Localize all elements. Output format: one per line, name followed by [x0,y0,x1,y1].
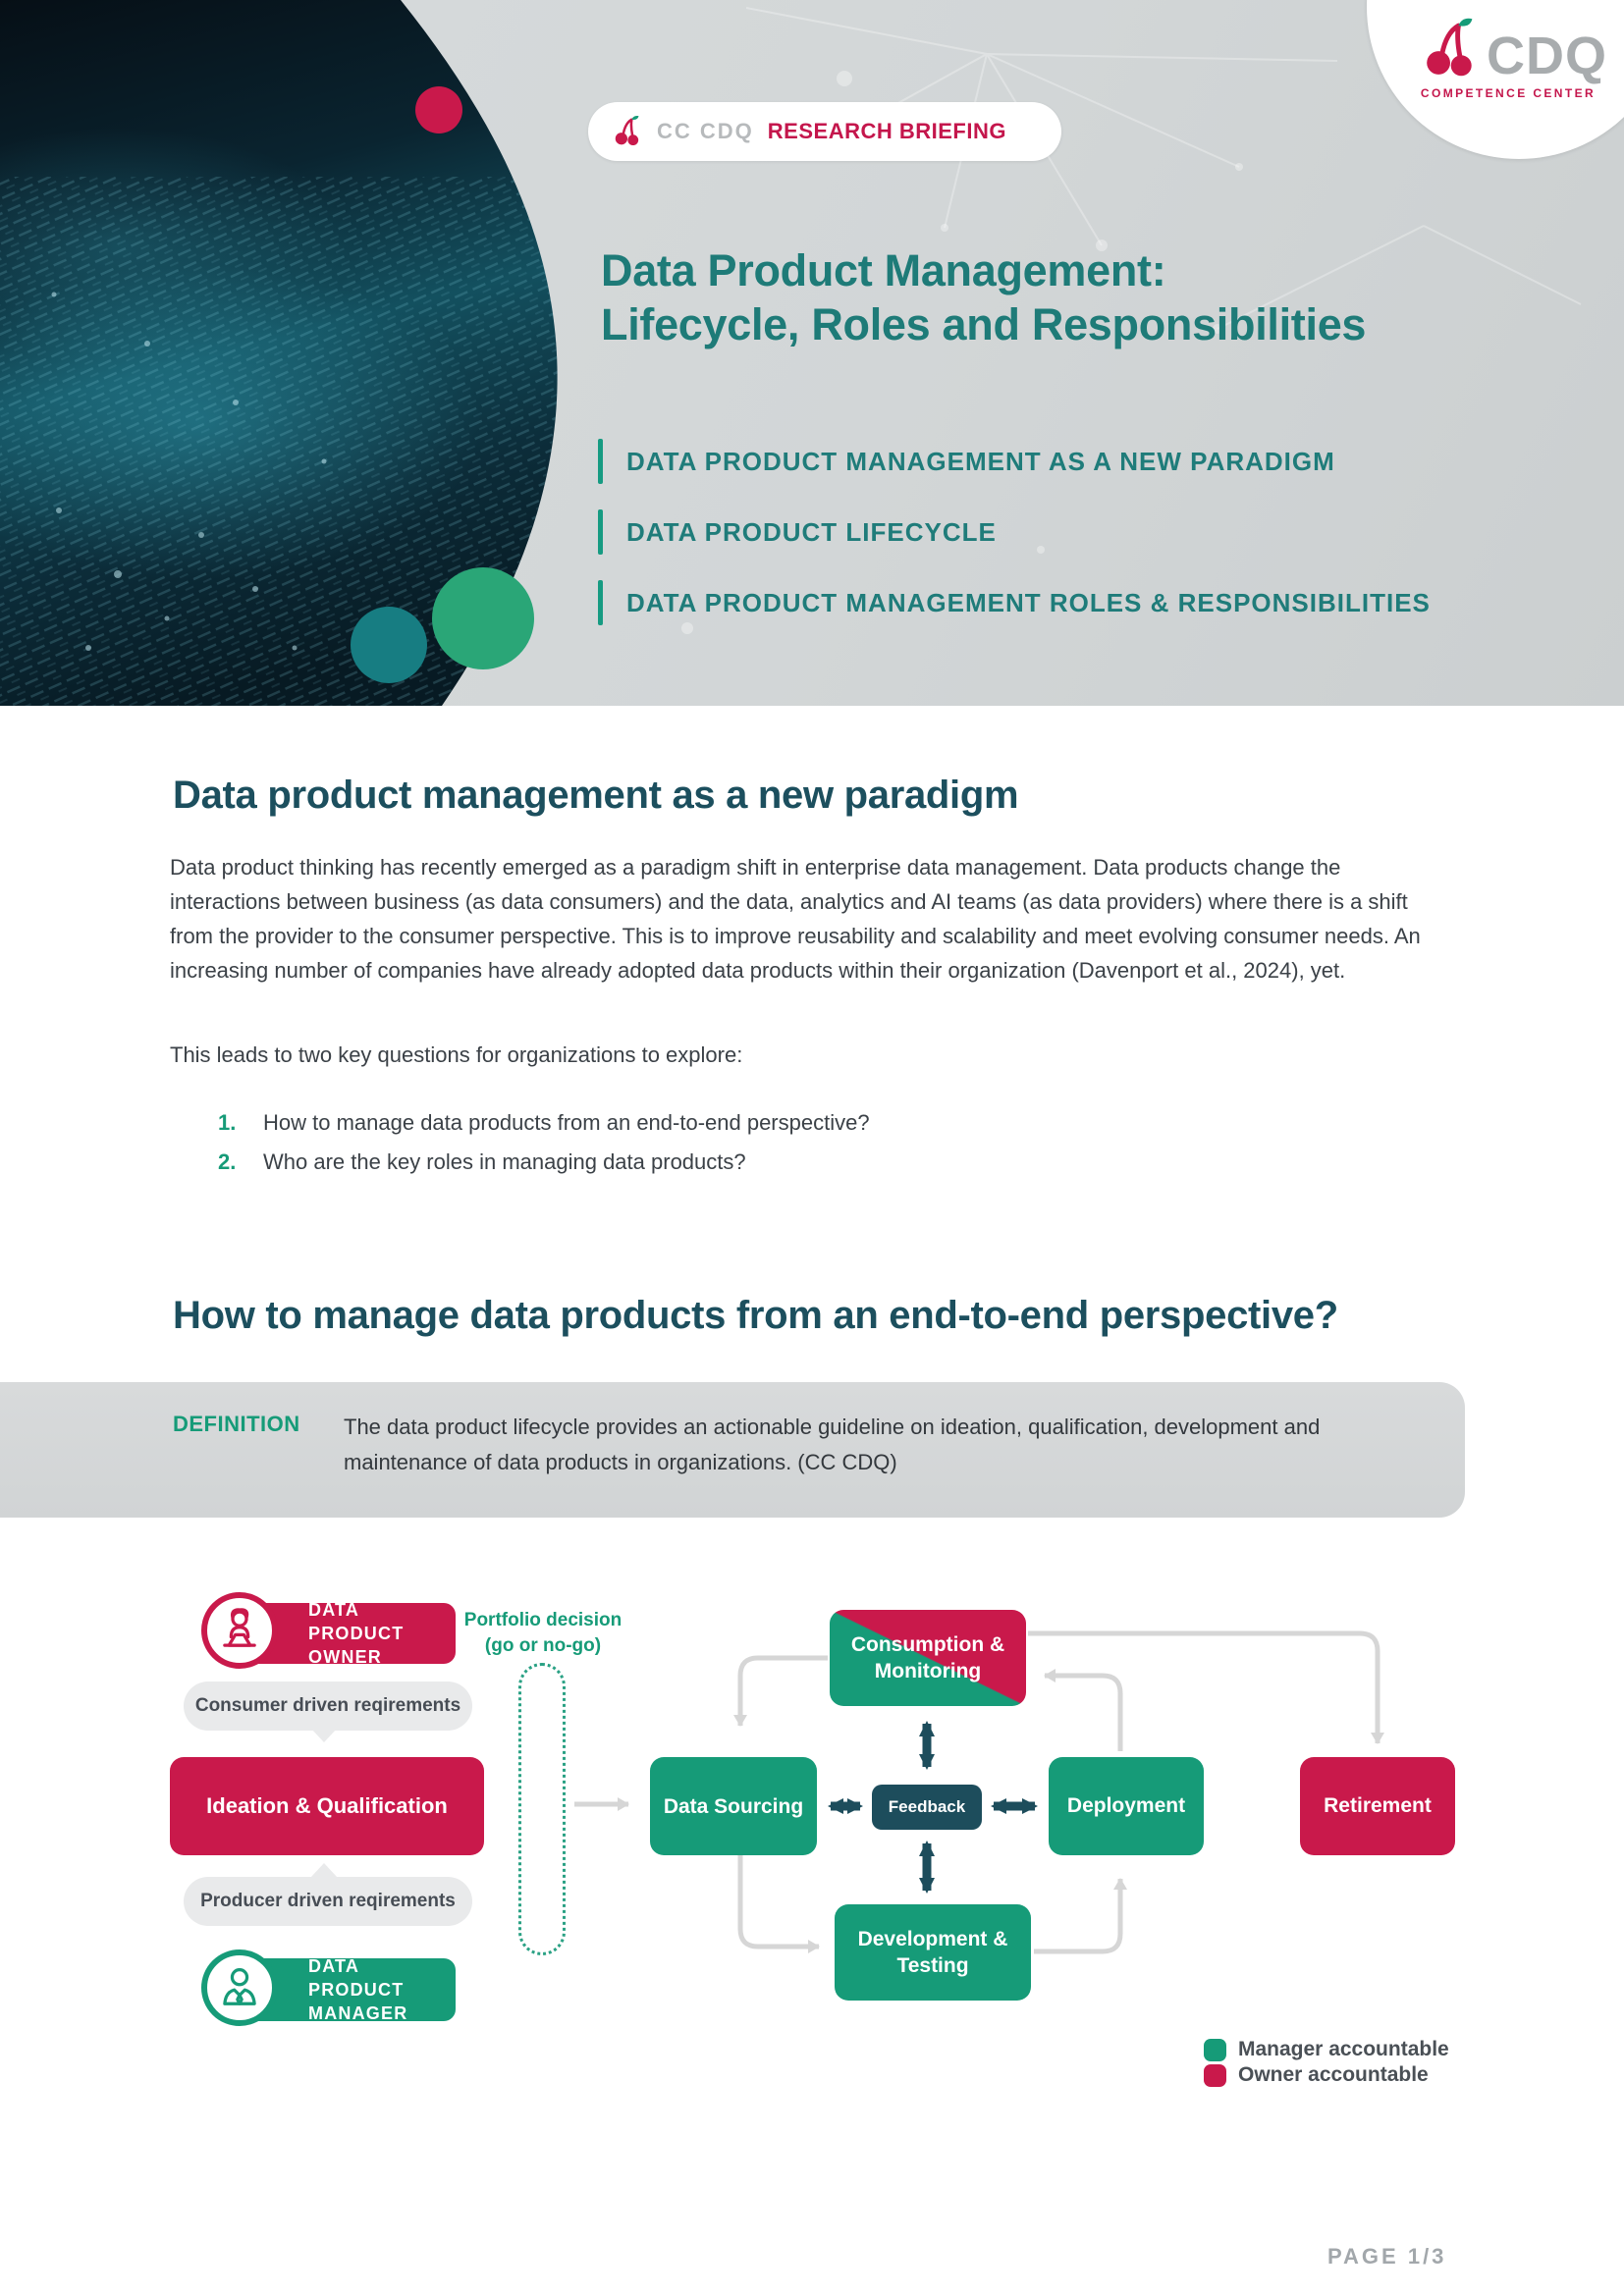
bullet-bar [598,439,603,484]
consumer-requirements-bubble: Consumer driven reqirements [184,1682,472,1742]
legend-label: Owner accountable [1238,2063,1429,2086]
list-item: 2. Who are the key roles in managing dat… [218,1147,870,1177]
accent-circle-green [432,567,534,669]
stage-ideation-qualification: Ideation & Qualification [170,1757,484,1855]
page-number: PAGE 1/3 [1327,2244,1447,2269]
section-heading-lifecycle: How to manage data products from an end-… [173,1294,1338,1337]
stage-retirement: Retirement [1300,1757,1455,1855]
bullet-bar [598,509,603,555]
logo-subtitle: COMPETENCE CENTER [1420,86,1597,100]
badge-label: RESEARCH BRIEFING [767,119,1006,143]
legend-chip-green [1204,2038,1226,2061]
list-number: 1. [218,1110,237,1135]
cherry-icon [615,115,639,146]
stage-consumption-monitoring: Consumption & Monitoring [830,1610,1026,1706]
bullet-bar [598,580,603,625]
section-heading-paradigm: Data product management as a new paradig… [173,774,1019,817]
toc-item-label: DATA PRODUCT MANAGEMENT ROLES & RESPONSI… [626,587,1431,617]
header-photo [0,0,558,706]
paradigm-paragraph: Data product thinking has recently emerg… [170,855,1421,983]
portfolio-line1: Portfolio decision [463,1610,623,1630]
lifecycle-diagram-connectors [574,1630,1384,1954]
questions-list: 1. How to manage data products from an e… [218,1107,870,1186]
legend-owner-accountable: Owner accountable [1204,2063,1429,2087]
stage-development-testing: Development & Testing [835,1904,1031,2001]
header-banner: CC CDQ RESEARCH BRIEFING CDQ COMPETENCE … [0,0,1624,706]
toc-item-roles: DATA PRODUCT MANAGEMENT ROLES & RESPONSI… [598,579,1431,626]
toc-item-label: DATA PRODUCT LIFECYCLE [626,516,997,547]
toc-item-lifecycle: DATA PRODUCT LIFECYCLE [598,508,997,556]
page-title-line1: Data Product Management: [601,245,1166,295]
portfolio-decision-label: Portfolio decision (go or no-go) [454,1608,632,1659]
badge-prefix: CC CDQ [657,119,754,143]
stage-deployment: Deployment [1049,1757,1204,1855]
flow-arrows-gray [574,1630,1384,1954]
research-briefing-badge: CC CDQ RESEARCH BRIEFING [588,102,1061,161]
definition-box [0,1382,1465,1518]
list-text: How to manage data products from an end-… [263,1110,870,1135]
list-text: Who are the key roles in managing data p… [263,1149,746,1174]
manager-avatar [201,1949,278,2026]
feedback-arrows [828,1721,1038,1894]
accent-circle-crimson [415,86,462,133]
legend-label: Manager accountable [1238,2038,1449,2060]
definition-text: The data product lifecycle provides an a… [344,1415,1321,1474]
header-decoration [0,0,1582,706]
stage-data-sourcing: Data Sourcing [650,1757,817,1855]
portfolio-decision-gate [518,1663,566,1955]
producer-requirements-bubble: Producer driven reqirements [184,1863,472,1926]
page-title: Data Product Management: Lifecycle, Role… [601,243,1366,351]
definition-label: DEFINITION [173,1412,300,1436]
cherry-icon [1427,18,1473,77]
constellation-dots [681,71,1243,634]
person-laptop-icon [223,1608,256,1647]
list-number: 2. [218,1149,237,1174]
portfolio-line2: (go or no-go) [484,1635,602,1656]
legend-manager-accountable: Manager accountable [1204,2038,1449,2061]
constellation-lines [745,7,1582,330]
legend-chip-crimson [1204,2063,1226,2087]
owner-avatar [201,1592,278,1669]
list-item: 1. How to manage data products from an e… [218,1107,870,1138]
logo-wordmark: CDQ [1487,27,1607,85]
toc-item-paradigm: DATA PRODUCT MANAGEMENT AS A NEW PARADIG… [598,438,1335,485]
stage-feedback: Feedback [872,1785,982,1830]
page-title-line2: Lifecycle, Roles and Responsibilities [601,299,1367,349]
questions-intro: This leads to two key questions for orga… [170,1042,743,1067]
toc-item-label: DATA PRODUCT MANAGEMENT AS A NEW PARADIG… [626,446,1335,476]
person-suit-icon [223,1968,256,2005]
accent-circle-teal [351,607,427,683]
